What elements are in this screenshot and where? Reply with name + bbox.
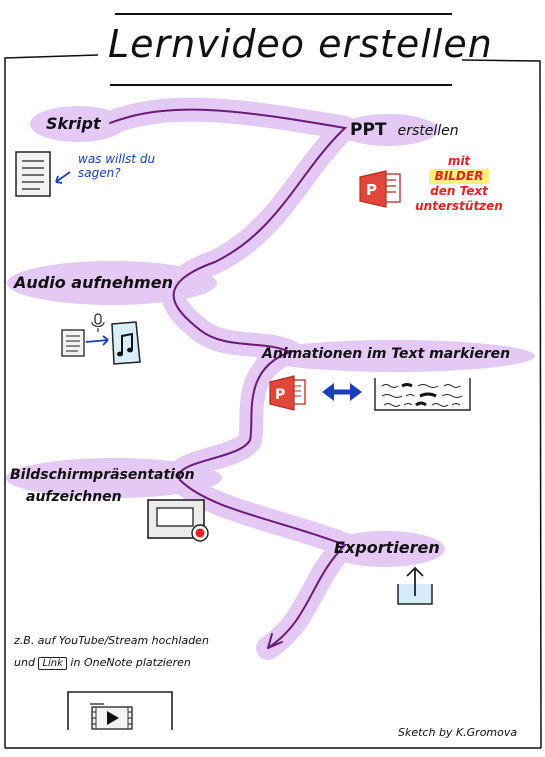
step-ppt-suffix: erstellen bbox=[397, 123, 459, 139]
double-arrow-icon bbox=[322, 383, 362, 401]
note-ppt-den-text: den Text bbox=[430, 184, 488, 198]
svg-text:P: P bbox=[275, 387, 285, 403]
document-icon bbox=[15, 151, 51, 197]
flow-arrowhead bbox=[267, 633, 283, 649]
note-ppt-unterstuetzen: unterstützen bbox=[415, 199, 503, 213]
highlight-blob-skript bbox=[30, 106, 126, 142]
note-upload-und: und bbox=[14, 656, 35, 669]
marked-text-icon bbox=[374, 378, 471, 411]
music-file-icon bbox=[111, 321, 141, 365]
highlight-blob-animationen bbox=[255, 340, 535, 372]
step-skript: Skript bbox=[46, 114, 101, 133]
note-upload-rest: in OneNote platzieren bbox=[70, 656, 191, 669]
step-ppt: PPT erstellen bbox=[350, 120, 459, 140]
note-ppt-hint: mit BILDER den Text unterstützen bbox=[404, 154, 514, 214]
step-exportieren: Exportieren bbox=[334, 538, 440, 557]
powerpoint-icon: P bbox=[359, 170, 401, 208]
highlight-blob-exportieren bbox=[325, 531, 445, 567]
page-title: Lernvideo erstellen bbox=[108, 22, 493, 66]
svg-text:P: P bbox=[366, 181, 377, 199]
blue-arrow-icon bbox=[55, 171, 71, 184]
credit-text: Sketch by K.Gromova bbox=[398, 726, 518, 739]
note-ppt-mit: mit bbox=[447, 154, 471, 168]
highlight-blob-audio bbox=[7, 261, 217, 305]
highlight-blob-ppt bbox=[338, 114, 438, 146]
powerpoint-icon-2: P bbox=[269, 375, 306, 411]
step-audio: Audio aufnehmen bbox=[14, 273, 173, 292]
step-bildschirm-line2: aufzeichnen bbox=[26, 489, 122, 505]
audio-arrow-icon bbox=[85, 335, 109, 346]
frame-right bbox=[461, 59, 542, 749]
note-upload-line2: und Link in OneNote platzieren bbox=[14, 656, 191, 670]
step-ppt-label: PPT bbox=[350, 120, 387, 140]
flow-connector-line bbox=[109, 108, 348, 649]
note-upload-link: Link bbox=[38, 657, 67, 670]
microphone-icon bbox=[91, 313, 105, 332]
note-ppt-bilder: BILDER bbox=[428, 169, 490, 184]
label-highlights bbox=[6, 106, 535, 567]
step-bildschirm-line1: Bildschirmpräsentation bbox=[10, 467, 195, 483]
screen-record-icon bbox=[147, 499, 209, 542]
share-export-icon bbox=[397, 566, 433, 605]
step-animationen: Animationen im Text markieren bbox=[262, 346, 511, 362]
highlight-blob-bildschirm bbox=[6, 458, 222, 498]
frame-left bbox=[4, 54, 99, 748]
video-player-icon bbox=[67, 691, 173, 730]
note-skript-question: was willst du sagen? bbox=[78, 152, 156, 180]
note-upload-line1: z.B. auf YouTube/Stream hochladen bbox=[14, 634, 209, 647]
small-document-icon bbox=[61, 329, 85, 357]
